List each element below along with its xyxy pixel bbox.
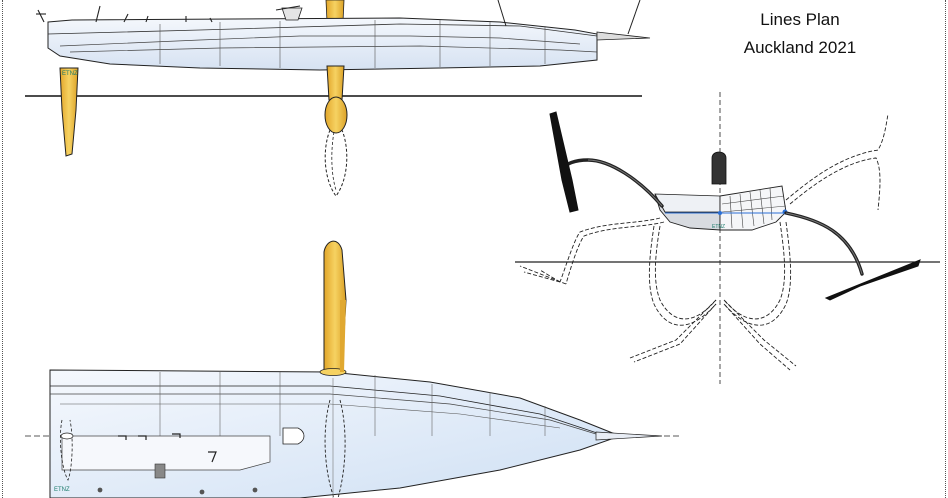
left-foil-arm-highlight <box>587 159 663 207</box>
plan-rudder-dashed <box>60 419 73 481</box>
plan-view: ETNZ <box>25 240 680 498</box>
profile-stations <box>159 20 546 68</box>
profile-hull <box>47 17 598 71</box>
profile-foil-dashed <box>324 129 348 197</box>
section-dashed-foils <box>519 113 889 371</box>
left-foil-wing <box>549 111 579 213</box>
rudder <box>59 67 79 157</box>
plan-hull <box>49 369 622 498</box>
deck-pod-flag <box>275 5 301 11</box>
right-dotted-border <box>945 0 946 498</box>
plan-mast-rake <box>340 300 346 372</box>
title-line-1: Lines Plan <box>760 10 840 29</box>
plan-cockpit <box>61 435 271 471</box>
plan-inner-line <box>60 403 561 429</box>
section-beam-dot-center <box>718 211 722 215</box>
section-logo: ETNZ <box>712 224 725 230</box>
profile-chine-1 <box>59 35 581 47</box>
section-hull-left-top <box>654 193 721 213</box>
plan-chine <box>50 393 597 435</box>
plan-bow-tip <box>595 431 663 441</box>
profile-deck-line <box>47 23 598 37</box>
plan-foil-dashed <box>324 399 346 498</box>
left-dotted-border <box>2 0 3 498</box>
right-foil-wing <box>824 259 921 301</box>
plan-logo: ETNZ <box>54 487 70 493</box>
section-mast <box>711 151 727 185</box>
plan-helm <box>208 451 217 463</box>
forestay <box>627 0 641 35</box>
plan-fitting-2 <box>199 489 205 495</box>
plan-pedestal <box>154 463 166 479</box>
rudder-logo: ETNZ <box>62 71 78 77</box>
plan-rudder-head <box>60 432 74 440</box>
plan-hatch <box>282 427 305 445</box>
plan-fitting-1 <box>97 487 103 493</box>
profile-foil-stem <box>326 65 345 101</box>
section-view: ETNZ <box>515 92 940 384</box>
jib-stay <box>497 0 507 27</box>
profile-foil-dashed-inner <box>331 131 337 191</box>
title-line-2: Auckland 2021 <box>743 38 857 57</box>
section-hull-stations <box>721 187 787 229</box>
profile-foil-bulb <box>324 96 348 134</box>
bowsprit <box>596 31 651 41</box>
plan-fitting-3 <box>252 487 258 493</box>
plan-deck-edge <box>50 385 601 435</box>
right-foil-arm-highlight <box>785 212 863 275</box>
plan-winches <box>118 433 181 440</box>
plan-mast-ring <box>319 368 347 376</box>
section-hull-right <box>719 185 787 231</box>
profile-view: ETNZ <box>25 0 651 197</box>
profile-chine-2 <box>69 45 598 53</box>
deck-pod <box>281 7 303 21</box>
right-foil-arm <box>784 211 864 276</box>
plan-stations <box>159 372 546 436</box>
title-block: Lines Plan Auckland 2021 <box>730 6 870 62</box>
deck-hardware <box>36 5 213 23</box>
